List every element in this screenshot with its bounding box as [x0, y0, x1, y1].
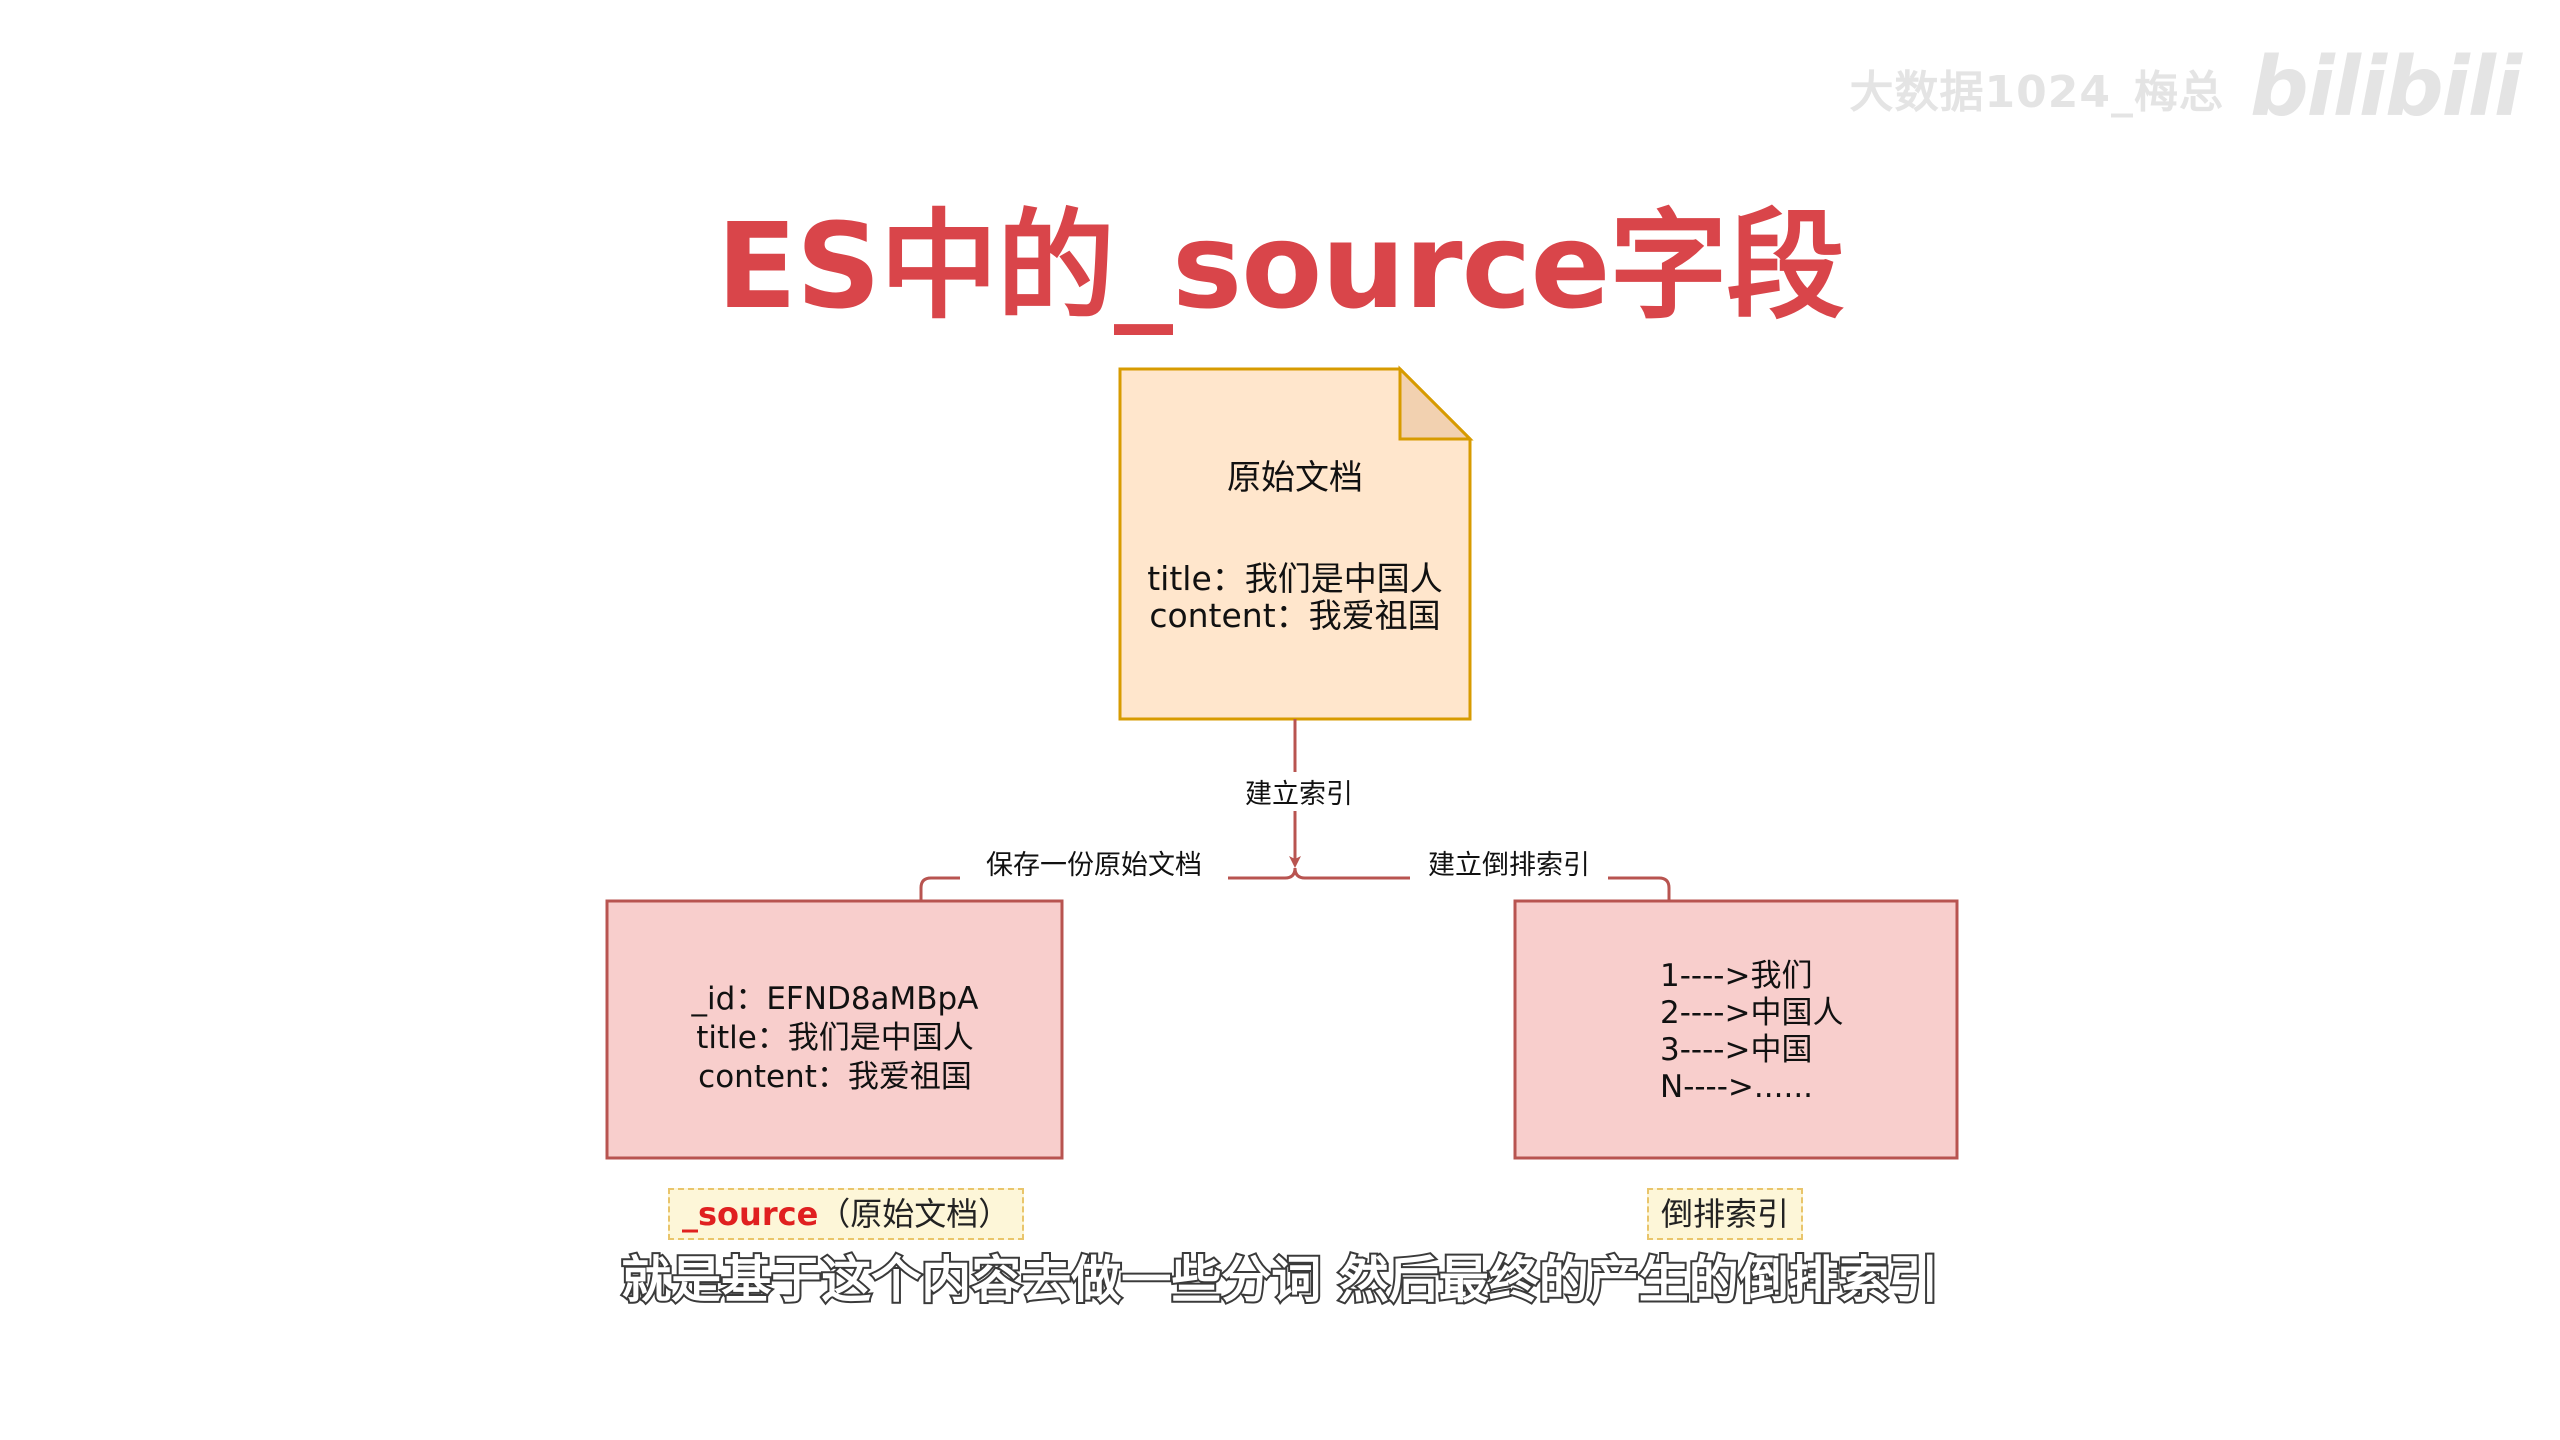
original-doc-shape	[1118, 367, 1472, 721]
inverted-entry: 2---->中国人	[1660, 995, 1844, 1031]
inverted-caption-text: 倒排索引	[1661, 1195, 1790, 1233]
original-doc-heading: 原始文档	[1227, 458, 1363, 498]
source-title-line: title：我们是中国人	[696, 1020, 974, 1056]
doc-fold-corner	[1398, 365, 1474, 441]
bilibili-logo: bilibili	[2249, 40, 2522, 135]
slide-title: ES中的_source字段	[716, 197, 1844, 335]
inverted-entry: N---->......	[1660, 1069, 1814, 1105]
inverted-entry: 3---->中国	[1660, 1032, 1813, 1068]
inverted-caption: 倒排索引	[1647, 1188, 1804, 1240]
video-subtitle: 就是基于这个内容去做一些分词 然后最终的产生的倒排索引	[619, 1249, 1940, 1311]
source-caption: _source（原始文档）	[668, 1188, 1025, 1240]
source-caption-rest: （原始文档）	[818, 1195, 1011, 1233]
inverted-index-content: 1---->我们 2---->中国人 3---->中国 N---->......	[1660, 958, 1843, 1106]
source-content-line: content：我爱祖国	[698, 1059, 972, 1095]
inverted-index-box	[1513, 899, 1959, 1160]
inverted-entry: 1---->我们	[1660, 958, 1813, 994]
watermark: 大数据1024_梅总 bilibili	[1849, 40, 2522, 135]
edge-label-save-copy: 保存一份原始文档	[960, 843, 1228, 882]
source-id-line: _id：EFND8aMBpA	[691, 981, 979, 1017]
original-doc-content-line: content：我爱祖国	[1149, 596, 1441, 635]
source-box-content: _id：EFND8aMBpA title：我们是中国人 content：我爱祖国	[605, 980, 1065, 1097]
edge-label-build-inverted: 建立倒排索引	[1410, 843, 1608, 882]
source-caption-key: _source	[682, 1195, 819, 1233]
original-doc-title-line: title：我们是中国人	[1147, 559, 1443, 598]
original-doc-content: title：我们是中国人 content：我爱祖国	[1120, 560, 1470, 634]
watermark-channel: 大数据1024_梅总	[1849, 66, 2224, 118]
source-box	[605, 899, 1064, 1160]
branch-connector	[919, 867, 1671, 901]
edge-label-build-index: 建立索引	[1230, 772, 1368, 811]
